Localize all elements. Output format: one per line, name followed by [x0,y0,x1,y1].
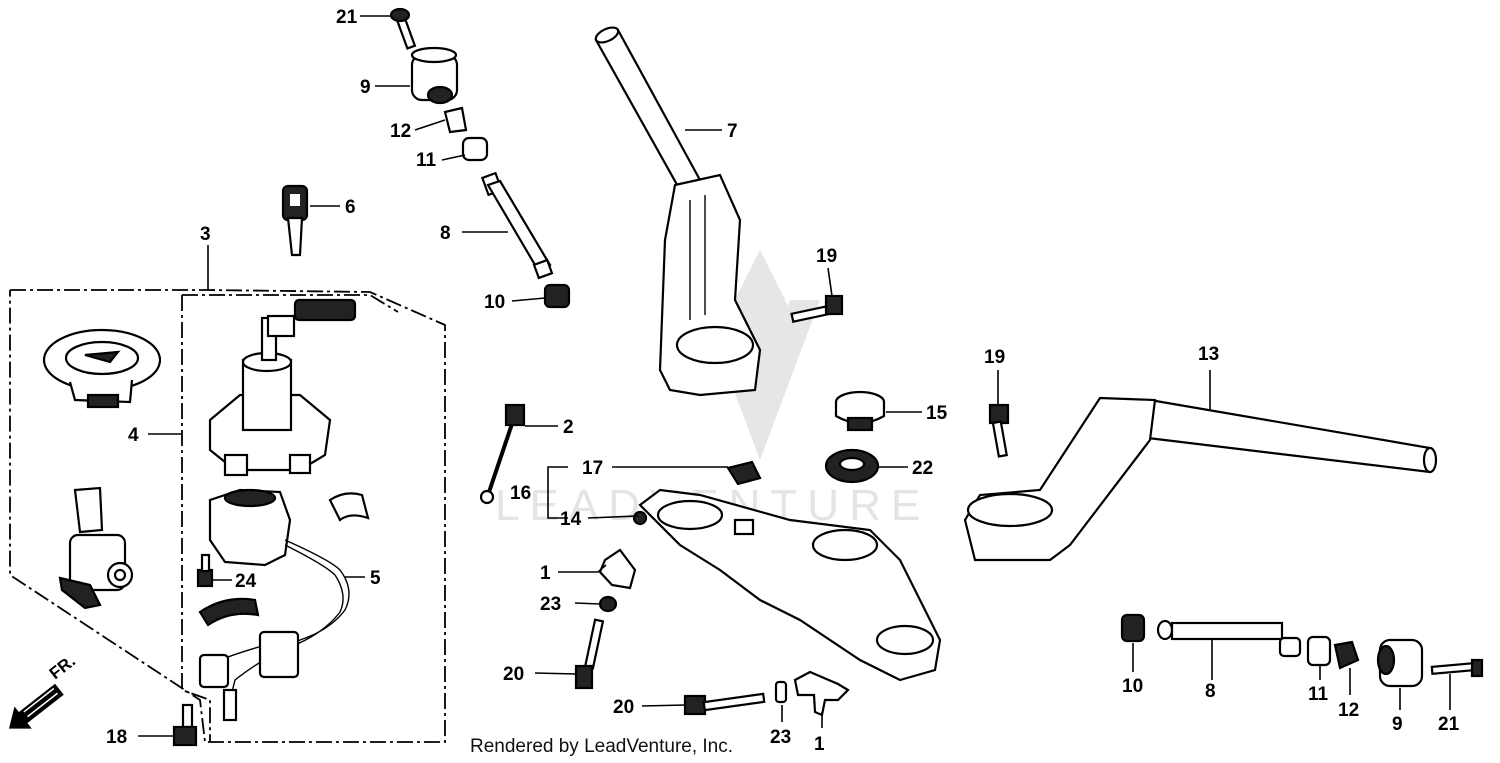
callout-24: 24 [235,571,257,592]
bolt-24-part [196,553,214,588]
callout-12-bottom: 12 [1338,700,1359,721]
callout-20-left: 20 [503,664,524,685]
callout-19-right: 19 [984,347,1005,368]
steering-stack-upper [389,7,571,309]
callout-4: 4 [128,425,139,446]
callout-8-bottom: 8 [1205,681,1216,702]
front-direction-label: FR. [46,651,79,683]
callout-21-bottom: 21 [1438,714,1460,735]
callout-13: 13 [1198,344,1219,365]
washer-23a-part [598,595,618,613]
callout-22: 22 [912,458,933,479]
left-handlebar-part [594,26,762,397]
callout-23-bottom: 23 [770,727,791,748]
callout-7: 7 [727,121,738,142]
callout-15: 15 [926,403,948,424]
seat-lock-part [58,486,134,610]
grommet-part [198,597,260,627]
cap-15-part [834,390,886,432]
callout-2: 2 [563,417,574,438]
bracket-1b-part [793,670,850,717]
switch-body-wire-part [198,488,350,722]
ignition-switch-group-box [9,289,446,743]
callout-1-bottom: 1 [814,734,825,755]
callout-9-bottom: 9 [1392,714,1403,735]
wire-clamp-part [328,492,370,522]
bracket-1a-part [598,548,637,590]
bolt-19a-part [790,294,844,323]
callout-16: 16 [510,483,531,504]
leader-lines [138,15,1451,737]
callout-12-top: 12 [390,121,411,142]
nut-22-part [824,448,880,484]
ignition-key-part [281,184,309,257]
callout-9-top: 9 [360,77,371,98]
callout-3: 3 [200,224,211,245]
callout-18: 18 [106,727,127,748]
callout-6: 6 [345,197,356,218]
steering-stack-lower [1120,613,1484,688]
plate-17-part [726,460,762,486]
bolt-18-part [172,703,198,747]
callout-23-left: 23 [540,594,561,615]
callout-10-bottom: 10 [1122,676,1143,697]
callout-1-left: 1 [540,563,551,584]
callout-11-bottom: 11 [1308,684,1329,705]
callout-17: 17 [582,458,603,479]
top-bridge-part [632,488,942,682]
callout-14: 14 [560,509,582,530]
washer-23b-part [774,680,788,704]
rod-2-part [479,403,526,505]
bolt-19b-part [988,403,1010,458]
front-direction-arrow-icon [8,683,64,729]
callout-19-upper: 19 [816,246,837,267]
callout-10-top: 10 [484,292,505,313]
callout-20-bottom: 20 [613,697,634,718]
callout-21-top: 21 [336,7,358,28]
callout-5: 5 [370,568,381,589]
callout-8-top: 8 [440,223,451,244]
bolt-20a-part [574,618,605,690]
right-handlebar-part [963,396,1438,562]
callout-11-top: 11 [416,150,437,171]
footer-credit: Rendered by LeadVenture, Inc. [470,736,733,757]
bolt-20b-part [683,692,766,716]
fuel-cap-part [42,328,162,409]
ignition-switch-part [208,298,357,477]
